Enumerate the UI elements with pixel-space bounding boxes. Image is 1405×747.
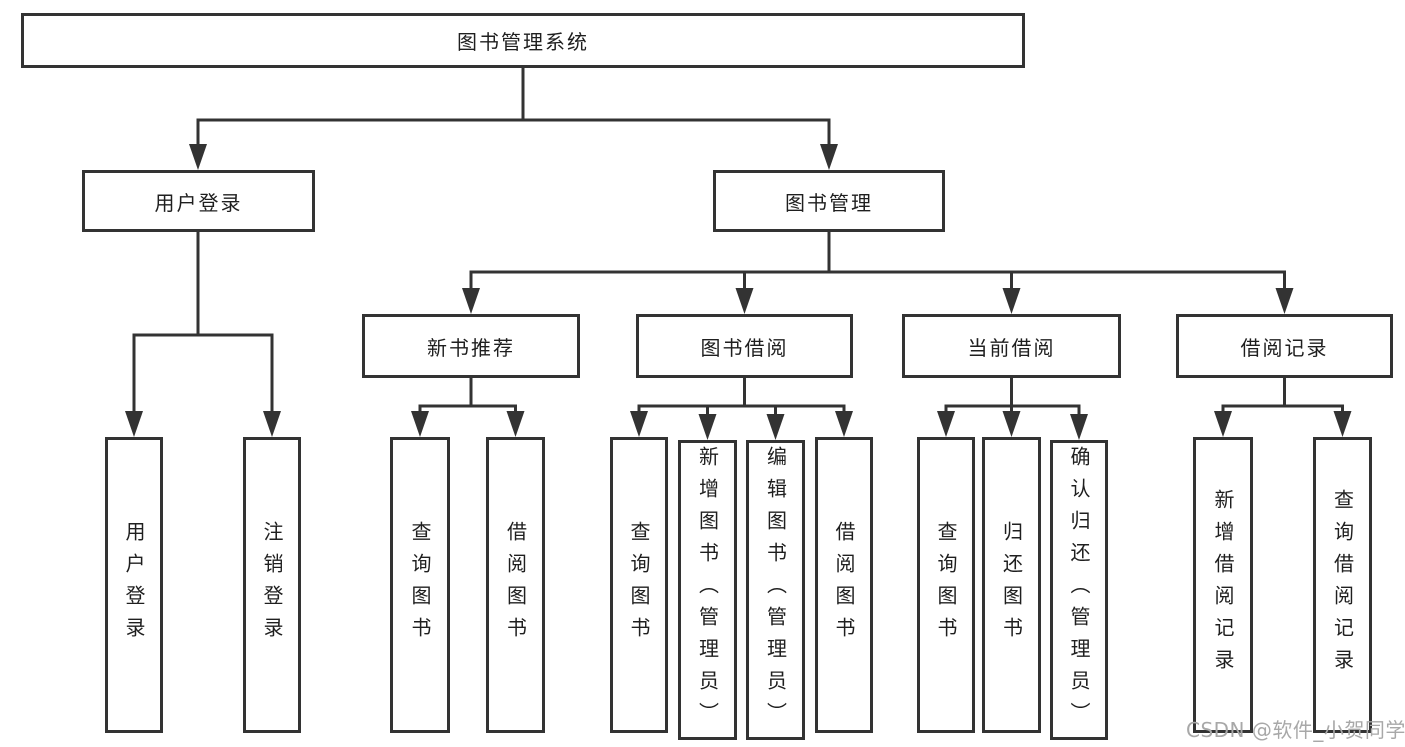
leaf-bb-edit-books-admin-label: 编辑图书（管理员） (763, 446, 788, 734)
node-new-book-recommend-label: 新书推荐 (427, 335, 515, 360)
node-root: 图书管理系统 (21, 13, 1025, 68)
node-new-book-recommend: 新书推荐 (362, 314, 580, 378)
leaf-bb-borrow-books: 借阅图书 (815, 437, 873, 733)
leaf-nbr-query-books: 查询图书 (390, 437, 450, 733)
leaf-br-add-record: 新增借阅记录 (1193, 437, 1253, 733)
leaf-nbr-borrow-books: 借阅图书 (486, 437, 545, 733)
leaf-nbr-borrow-books-label: 借阅图书 (503, 521, 528, 649)
leaf-cb-return-books: 归还图书 (982, 437, 1041, 733)
leaf-logout-label: 注销登录 (260, 521, 284, 649)
leaf-logout: 注销登录 (243, 437, 301, 733)
leaf-cb-confirm-return-admin-label: 确认归还（管理员） (1067, 446, 1091, 734)
leaf-br-add-record-label: 新增借阅记录 (1211, 489, 1235, 681)
leaf-br-query-record: 查询借阅记录 (1313, 437, 1372, 733)
leaf-user-login: 用户登录 (105, 437, 163, 733)
leaf-bb-add-books-admin: 新增图书（管理员） (678, 440, 737, 740)
leaf-cb-confirm-return-admin: 确认归还（管理员） (1050, 440, 1108, 740)
leaf-cb-query-books: 查询图书 (917, 437, 975, 733)
leaf-nbr-query-books-label: 查询图书 (408, 521, 432, 649)
leaf-cb-query-books-label: 查询图书 (934, 521, 958, 649)
node-root-label: 图书管理系统 (457, 30, 589, 54)
node-borrow-records-label: 借阅记录 (1240, 335, 1329, 360)
csdn-watermark: CSDN @软件_小贺同学 (1186, 718, 1405, 742)
leaf-bb-query-books: 查询图书 (610, 437, 668, 733)
node-book-management-label: 图书管理 (785, 190, 873, 215)
node-user-login: 用户登录 (82, 170, 315, 232)
node-current-borrow-label: 当前借阅 (967, 335, 1056, 360)
node-book-borrow: 图书借阅 (636, 314, 853, 378)
leaf-bb-query-books-label: 查询图书 (627, 521, 651, 649)
node-user-login-label: 用户登录 (154, 190, 243, 215)
node-current-borrow: 当前借阅 (902, 314, 1121, 378)
leaf-bb-edit-books-admin: 编辑图书（管理员） (746, 440, 805, 740)
leaf-bb-add-books-admin-label: 新增图书（管理员） (695, 446, 720, 734)
node-borrow-records: 借阅记录 (1176, 314, 1393, 378)
node-book-management: 图书管理 (713, 170, 945, 232)
leaf-cb-return-books-label: 归还图书 (999, 521, 1024, 649)
leaf-bb-borrow-books-label: 借阅图书 (832, 521, 856, 649)
leaf-user-login-label: 用户登录 (122, 521, 146, 649)
node-book-borrow-label: 图书借阅 (700, 335, 789, 360)
leaf-br-query-record-label: 查询借阅记录 (1330, 489, 1355, 681)
